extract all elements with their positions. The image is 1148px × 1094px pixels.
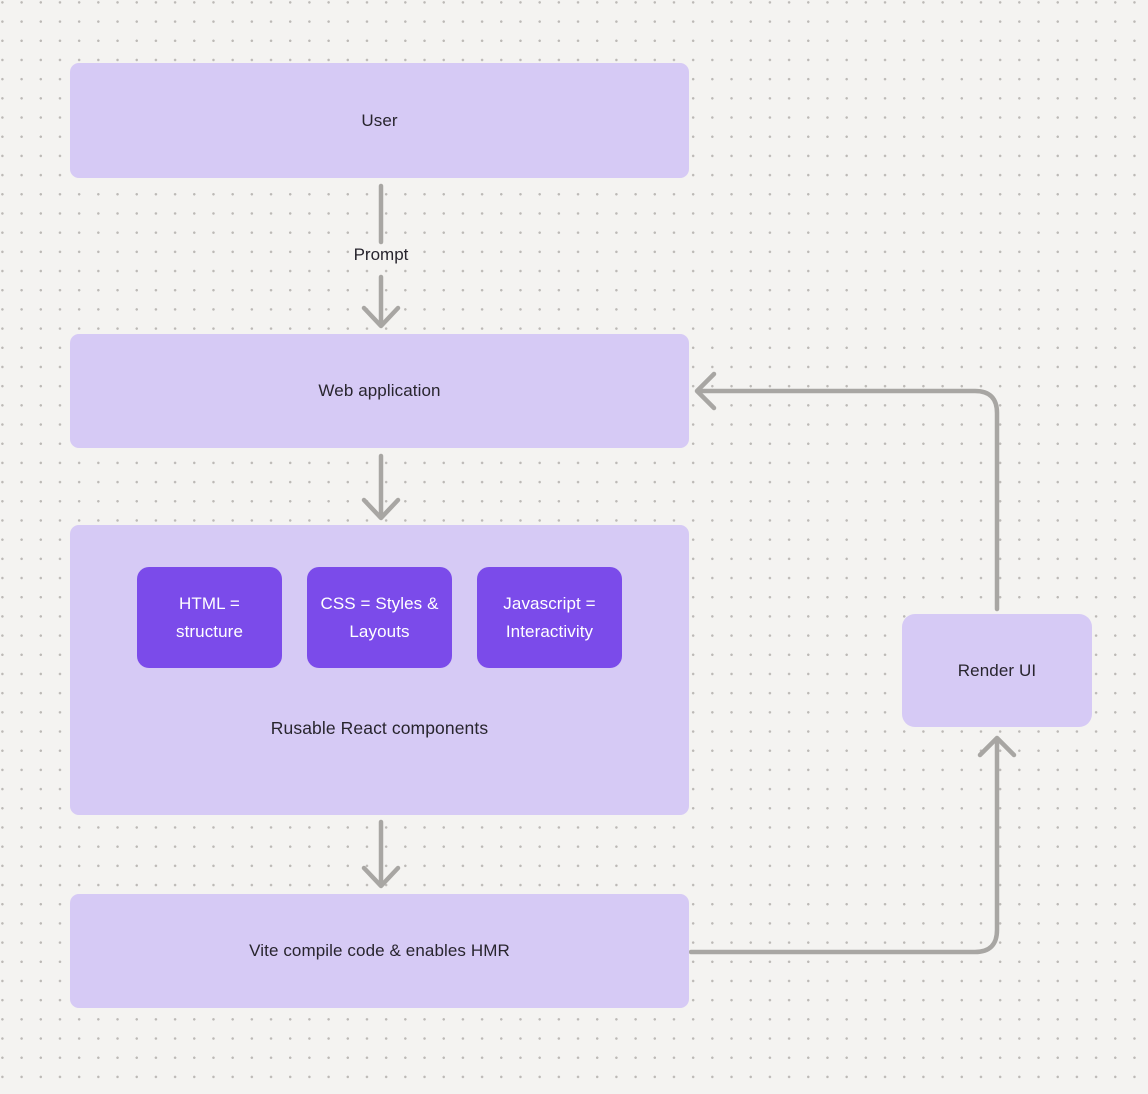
node-render-ui-label: Render UI (957, 660, 1037, 680)
node-render-ui[interactable]: Render UI (902, 614, 1092, 727)
node-javascript-label: Javascript = Interactivity (503, 593, 596, 641)
arrowhead-down-components (361, 497, 401, 521)
arrowhead-down-vite (361, 865, 401, 889)
arrowhead-down-webapp (361, 305, 401, 329)
node-components-group-label: Rusable React components (270, 718, 489, 738)
node-vite-label: Vite compile code & enables HMR (249, 941, 510, 960)
node-html[interactable]: HTML = structure (137, 567, 282, 668)
node-vite[interactable]: Vite compile code & enables HMR (70, 894, 689, 1008)
arrowhead-left-webapp (694, 371, 717, 411)
edge-renderui-to-webapp (698, 388, 1000, 612)
arrowhead-up-renderui (977, 735, 1017, 758)
node-web-application[interactable]: Web application (70, 334, 689, 448)
node-css[interactable]: CSS = Styles & Layouts (307, 567, 452, 668)
node-components-group[interactable]: HTML = structure CSS = Styles & Layouts … (70, 525, 689, 815)
edge-vite-to-renderui (688, 737, 1000, 955)
node-user-label: User (361, 110, 398, 130)
node-user[interactable]: User (70, 63, 689, 178)
node-javascript[interactable]: Javascript = Interactivity (477, 567, 622, 668)
node-css-label: CSS = Styles & Layouts (320, 593, 439, 641)
node-html-label: HTML = structure (175, 593, 244, 641)
edge-label-prompt[interactable]: Prompt (353, 245, 409, 264)
node-web-application-label: Web application (318, 381, 441, 400)
